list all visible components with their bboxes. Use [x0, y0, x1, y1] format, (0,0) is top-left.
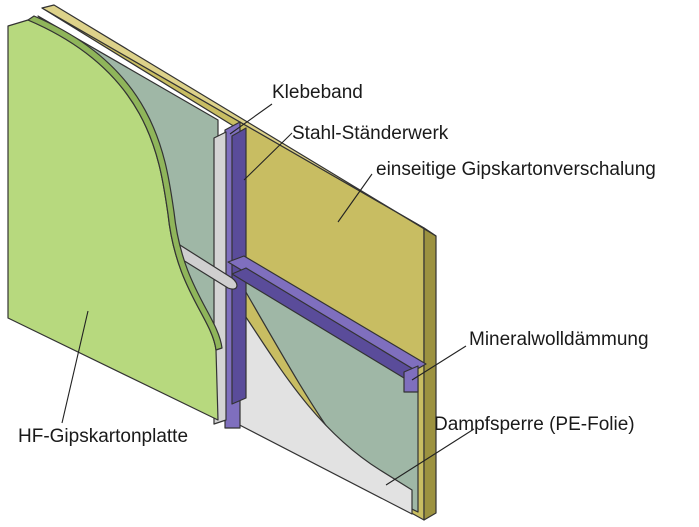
- leader-lines: [61, 103, 475, 486]
- label-vapor-barrier: Dampfsperre (PE-Folie): [434, 414, 635, 435]
- leader-hf-board: [61, 310, 89, 424]
- leader-steel-studs: [243, 132, 293, 181]
- leader-mineral-wool: [411, 345, 467, 381]
- label-hf-board: HF-Gipskartonplatte: [18, 426, 189, 447]
- horizontal-steel-stud: [227, 255, 427, 393]
- leader-vapor-barrier: [385, 428, 475, 486]
- label-one-sided-board: einseitige Gipskartonverschalung: [376, 159, 656, 180]
- leader-tape: [229, 103, 273, 135]
- hf-gypsum-board: [7, 15, 223, 421]
- leader-one-sided-board: [337, 173, 373, 223]
- label-tape: Klebeband: [272, 82, 363, 103]
- label-steel-studs: Stahl-Ständerwerk: [292, 123, 449, 144]
- label-mineral-wool: Mineralwolldämmung: [469, 329, 649, 350]
- adhesive-tape: [169, 239, 238, 290]
